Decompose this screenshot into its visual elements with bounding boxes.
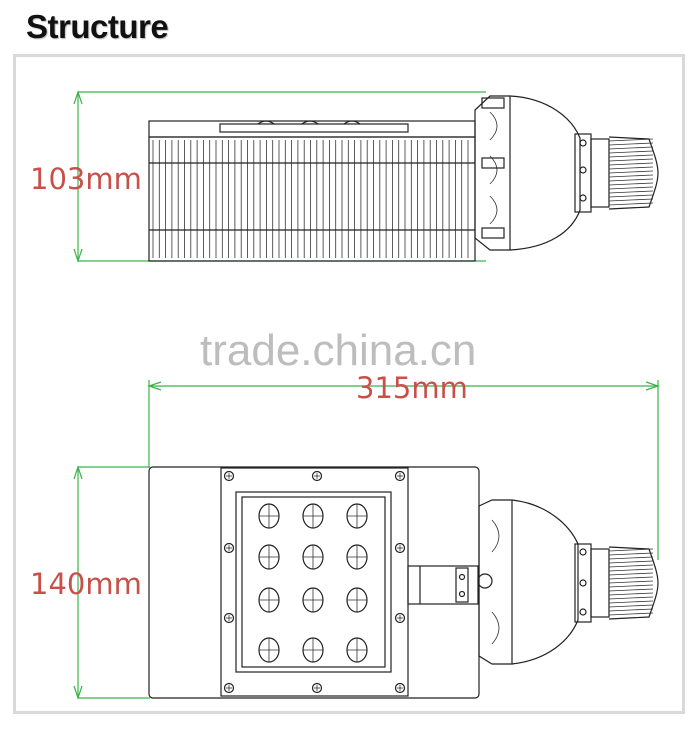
screw-icon	[223, 470, 235, 482]
thread-line	[608, 166, 654, 170]
thread-line	[608, 186, 654, 190]
screw-icon	[394, 612, 406, 624]
front-view-bracket	[407, 565, 479, 605]
front-view-thread	[608, 546, 659, 620]
front-view-width-dimension: 315mm	[147, 371, 660, 560]
thread-line	[608, 572, 654, 576]
thread-line	[608, 146, 654, 150]
screw-icon	[223, 682, 235, 694]
thread-line	[608, 576, 654, 580]
screw-icon	[223, 612, 235, 624]
screw-icon	[223, 542, 235, 554]
thread-line	[608, 154, 654, 158]
side-view-heatsink	[148, 120, 476, 262]
screw-icon	[394, 682, 406, 694]
thread-line	[608, 560, 654, 564]
thread-line	[608, 612, 654, 616]
page-title: Structure	[26, 8, 169, 45]
side-view-height-dimension: 103mm	[30, 90, 486, 263]
thread-line	[608, 158, 654, 162]
thread-line	[608, 162, 654, 166]
thread-line	[608, 138, 654, 142]
front-view-height-label: 140mm	[30, 567, 142, 601]
thread-line	[608, 568, 654, 572]
thread-line	[608, 608, 654, 612]
side-view: 103mm	[30, 90, 659, 263]
screw-icon	[394, 542, 406, 554]
front-view: 315mm 140mm	[30, 371, 660, 700]
thread-line	[608, 564, 654, 568]
thread-line	[608, 548, 654, 552]
thread-line	[608, 592, 654, 596]
thread-line	[608, 170, 654, 174]
thread-line	[608, 182, 654, 186]
thread-line	[608, 596, 654, 600]
side-view-height-label: 103mm	[30, 162, 142, 196]
side-view-thread	[608, 136, 659, 210]
thread-outline	[608, 136, 659, 210]
thread-line	[608, 190, 654, 194]
side-view-end-cap	[474, 95, 659, 251]
thread-line	[608, 142, 654, 146]
front-view-housing	[148, 466, 480, 699]
thread-line	[608, 600, 654, 604]
thread-line	[608, 604, 654, 608]
thread-line	[608, 202, 654, 206]
thread-line	[608, 194, 654, 198]
thread-line	[608, 556, 654, 560]
screw-icon	[394, 470, 406, 482]
thread-line	[608, 174, 654, 178]
thread-line	[608, 584, 654, 588]
screw-icon	[311, 682, 323, 694]
led-array	[258, 503, 368, 663]
thread-line	[608, 178, 654, 182]
thread-line	[608, 150, 654, 154]
front-view-height-dimension: 140mm	[30, 465, 150, 700]
front-view-end-cap	[477, 499, 659, 665]
thread-line	[608, 552, 654, 556]
screw-icon	[311, 470, 323, 482]
thread-line	[608, 580, 654, 584]
watermark-text: trade.china.cn	[200, 326, 476, 375]
thread-line	[608, 588, 654, 592]
led-module	[220, 467, 409, 697]
thread-line	[608, 198, 654, 202]
front-view-width-label: 315mm	[356, 371, 468, 405]
thread-outline	[608, 546, 659, 620]
drawing-frame	[13, 54, 685, 714]
